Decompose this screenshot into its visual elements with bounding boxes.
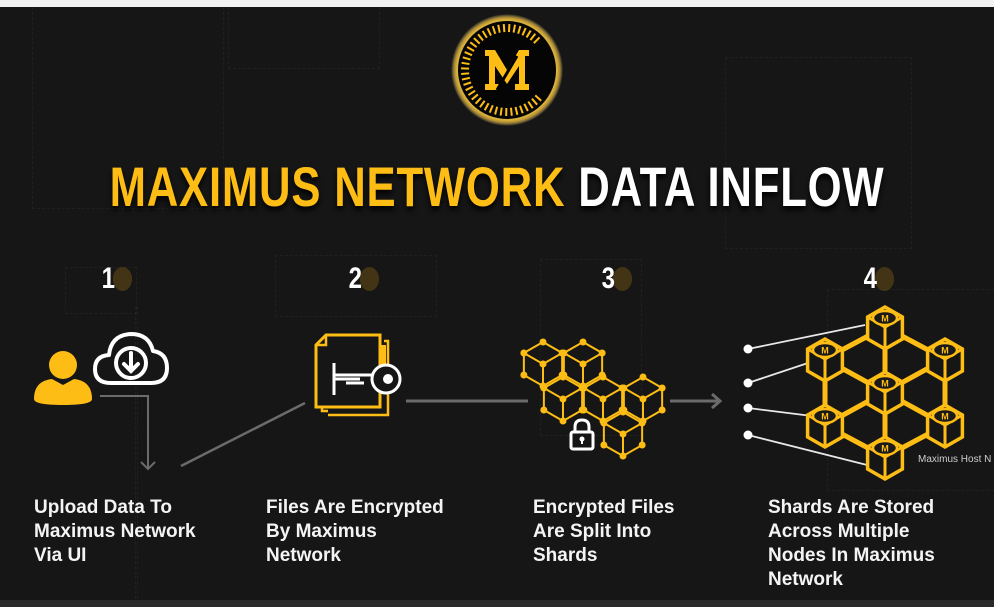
step-1-description: Upload Data To Maximus Network Via UI [34, 497, 196, 566]
host-node: M [865, 369, 905, 417]
infographic-canvas: MAXIMUS NETWORK DATA INFLOW 1 2 3 4 [0, 7, 994, 600]
background-grid [32, 7, 224, 209]
input-dot [743, 430, 753, 440]
host-node: M [865, 434, 905, 482]
node-connector-line [747, 324, 866, 350]
shard-cube [620, 373, 666, 425]
svg-text:M: M [941, 412, 949, 422]
step-4-number: 4 [864, 259, 895, 299]
background-grid [65, 267, 137, 314]
shard-cubes-icon [520, 338, 666, 460]
svg-text:M: M [881, 444, 889, 454]
page-title: MAXIMUS NETWORK DATA INFLOW [109, 147, 884, 227]
svg-text:M: M [821, 412, 829, 422]
svg-text:M: M [821, 346, 829, 356]
node-connector-line [747, 434, 876, 468]
host-node: M [805, 336, 845, 384]
input-dot [743, 378, 753, 388]
step-2-number: 2 [349, 259, 380, 299]
title-rest: DATA INFLOW [578, 155, 885, 218]
svg-text:M: M [941, 346, 949, 356]
step-4-description: Shards Are Stored Across Multiple Nodes … [768, 497, 935, 590]
input-dot [743, 344, 753, 354]
svg-text:M: M [881, 314, 889, 324]
host-node: M [925, 402, 965, 450]
background-grid [275, 255, 437, 317]
background-grid [725, 57, 912, 249]
node-network-icon: M M M M M M M [743, 304, 965, 482]
maximus-logo-icon [451, 14, 563, 126]
step-1-number: 1 [102, 259, 133, 299]
background-grid [135, 307, 138, 600]
shard-cube [560, 338, 606, 390]
title-highlight: MAXIMUS NETWORK [109, 155, 566, 218]
step-2-description: Files Are Encrypted By Maximus Network [266, 497, 444, 566]
host-node: M [805, 402, 845, 450]
flow-connectors [100, 392, 723, 471]
lock-icon [569, 418, 595, 451]
background-grid [228, 7, 380, 69]
shard-cube [520, 338, 566, 390]
input-dot [743, 403, 753, 413]
user-icon [34, 351, 92, 405]
step-3-number: 3 [602, 259, 633, 299]
host-node-label: Maximus Host N [918, 454, 992, 465]
host-node: M [865, 304, 905, 352]
cloud-download-icon [93, 332, 169, 385]
shard-cube [600, 408, 646, 460]
svg-text:M: M [881, 379, 889, 389]
encrypted-file-key-icon [314, 333, 402, 417]
step-3-description: Encrypted Files Are Split Into Shards [533, 497, 675, 566]
bottom-strip [0, 600, 994, 607]
host-node: M [925, 336, 965, 384]
